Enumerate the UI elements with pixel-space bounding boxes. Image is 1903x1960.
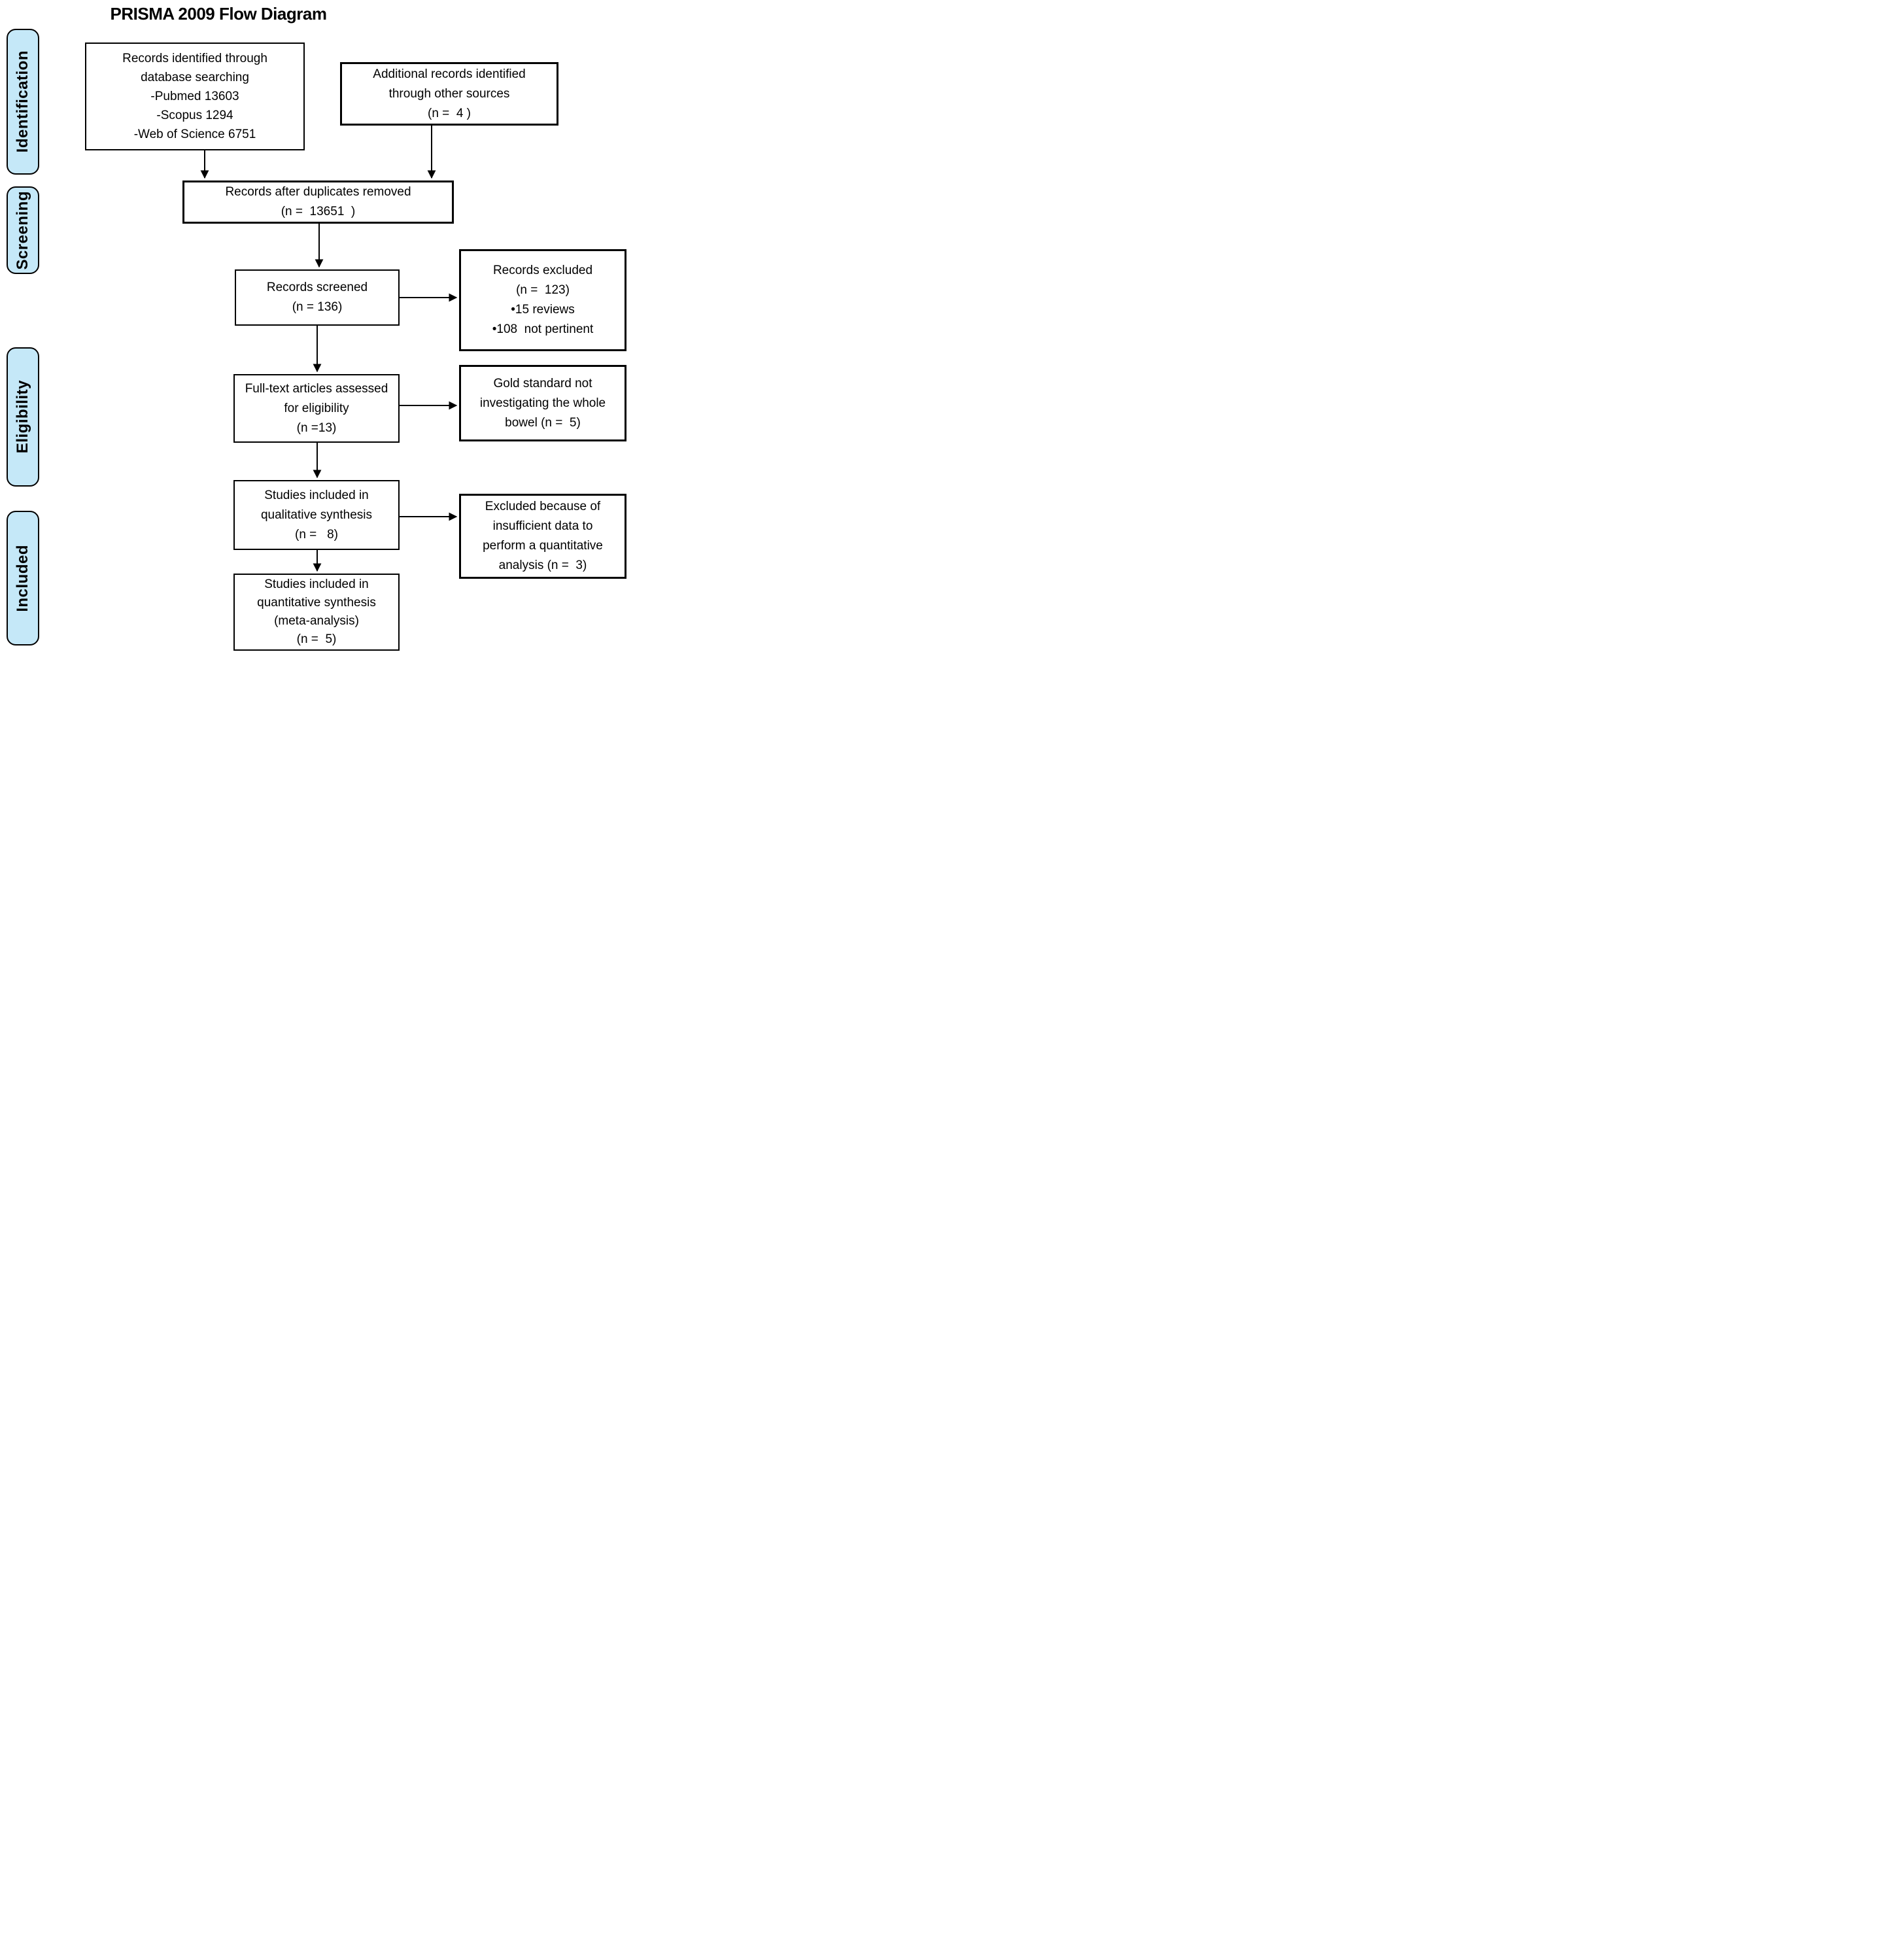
stage-screening-label: Screening (14, 190, 31, 270)
box-line: perform a quantitative (483, 539, 603, 553)
box-line: (meta-analysis) (274, 614, 359, 628)
box-line: (n = 136) (292, 300, 343, 314)
box-line: bowel (n = 5) (505, 415, 581, 430)
box-line: •108 not pertinent (492, 322, 594, 336)
box-qualitative-synthesis: Studies included in qualitative synthesi… (233, 480, 400, 550)
box-line: Records excluded (492, 264, 593, 277)
stage-eligibility-label: Eligibility (14, 380, 31, 454)
box-line: analysis (n = 3) (498, 559, 587, 572)
box-line: insufficient data to (492, 519, 593, 533)
stage-screening: Screening (7, 186, 39, 274)
box-line: investigating the whole (479, 396, 606, 410)
box-line: quantitative synthesis (257, 596, 376, 610)
box-line: -Scopus 1294 (156, 109, 233, 122)
box-line: for eligibility (284, 401, 349, 415)
box-line: -Web of Science 6751 (133, 128, 256, 141)
stage-identification-label: Identification (14, 50, 31, 153)
prisma-flow-diagram: PRISMA 2009 Flow Diagram Identification … (0, 0, 634, 653)
box-duplicates-removed: Records after duplicates removed (n = 13… (182, 181, 454, 224)
box-line: Studies included in (264, 488, 369, 502)
box-line: •15 reviews (511, 303, 575, 317)
box-line: (n = 13651 ) (281, 205, 356, 218)
box-line: -Pubmed 13603 (150, 90, 239, 103)
box-additional-records: Additional records identified through ot… (340, 62, 558, 126)
box-fulltext-assessed: Full-text articles assessed for eligibil… (233, 374, 400, 443)
box-line: Full-text articles assessed (245, 381, 388, 396)
box-line: (n = 8) (295, 527, 338, 542)
box-line: through other sources (388, 86, 510, 101)
box-gold-standard-excluded: Gold standard not investigating the whol… (459, 365, 626, 441)
page-title: PRISMA 2009 Flow Diagram (110, 4, 327, 24)
box-records-screened: Records screened (n = 136) (235, 269, 400, 326)
box-line: Records identified through (122, 52, 267, 65)
box-line: (n = 4 ) (428, 106, 471, 120)
stage-eligibility: Eligibility (7, 347, 39, 487)
box-line: Studies included in (264, 577, 369, 591)
box-line: Excluded because of (485, 500, 601, 513)
box-records-identified: Records identified through database sear… (85, 43, 305, 150)
box-line: (n = 123) (516, 283, 570, 297)
box-line: (n = 5) (296, 632, 337, 646)
box-records-excluded: Records excluded (n = 123) •15 reviews •… (459, 249, 626, 351)
box-line: (n =13) (296, 421, 337, 435)
box-line: database searching (141, 71, 249, 84)
box-line: qualitative synthesis (260, 507, 373, 522)
box-line: Additional records identified (373, 67, 526, 81)
box-line: Gold standard not (493, 376, 592, 390)
box-quantitative-synthesis: Studies included in quantitative synthes… (233, 574, 400, 651)
stage-included-label: Included (14, 544, 31, 612)
box-line: Records screened (266, 281, 368, 294)
stage-included: Included (7, 511, 39, 645)
box-line: Records after duplicates removed (225, 185, 411, 199)
box-insufficient-data-excluded: Excluded because of insufficient data to… (459, 494, 626, 579)
stage-identification: Identification (7, 29, 39, 175)
